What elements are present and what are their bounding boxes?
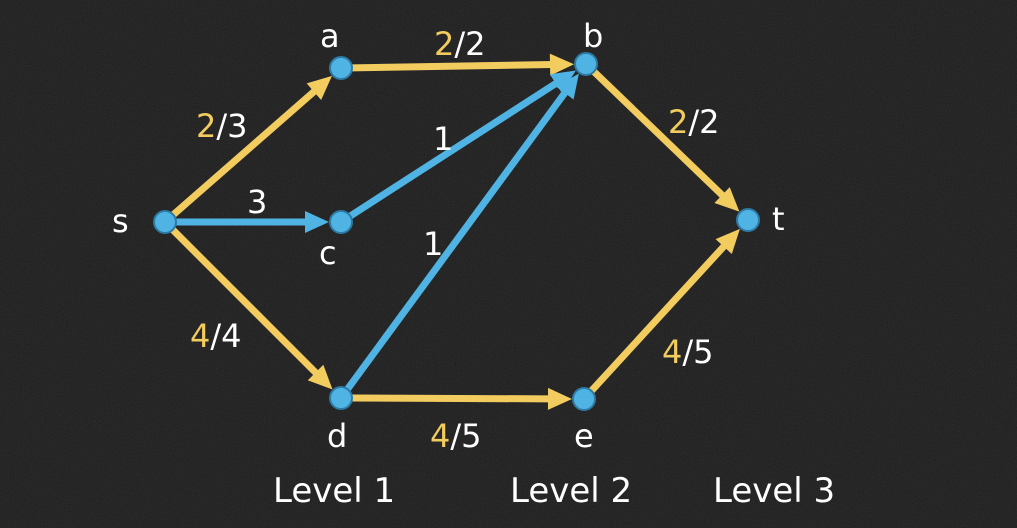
edge-capacity-d-b: 1 [423, 225, 444, 263]
level-caption-1: Level 1 [273, 471, 396, 511]
level-caption-2: Level 2 [510, 471, 633, 511]
edge-capacity-s-c: 3 [247, 183, 268, 221]
node-label-d: d [327, 417, 348, 455]
arrowhead-s-a [306, 75, 332, 100]
edge-label-e-t: 4/5 [662, 333, 714, 371]
edge-label-d-e: 4/5 [430, 417, 482, 455]
edge-label-b-t: 2/2 [668, 103, 720, 141]
node-t [736, 208, 760, 232]
node-label-b: b [583, 17, 604, 55]
edge-s-d [169, 226, 321, 378]
node-b [574, 52, 598, 76]
edge-flow-b-t: 2 [668, 103, 689, 141]
edge-label-a-b: 2/2 [434, 25, 486, 63]
arrowhead-s-c [305, 211, 329, 233]
edges [169, 53, 740, 410]
edge-c-b [346, 78, 561, 220]
edge-flow-d-e: 4 [430, 417, 451, 455]
node-a [329, 56, 353, 80]
edge-capacity-a-b: 2 [465, 25, 486, 63]
edge-e-t [587, 241, 729, 395]
edge-capacity-s-a: 3 [227, 107, 248, 145]
edge-flow-e-t: 4 [662, 333, 683, 371]
edge-capacity-e-t: 5 [693, 333, 714, 371]
edge-capacity-c-b: 1 [433, 120, 454, 158]
node-label-a: a [320, 17, 340, 55]
edge-flow-s-d: 4 [190, 317, 211, 355]
arrowhead-d-b [555, 73, 579, 100]
edge-label-d-b: 1 [423, 228, 443, 260]
node-s [153, 210, 177, 234]
level-caption-3: Level 3 [713, 471, 836, 511]
nodes [153, 52, 760, 411]
arrowhead-d-e [547, 387, 573, 410]
node-label-s: s [112, 202, 129, 240]
edge-d-e [348, 394, 554, 403]
edge-capacity-d-e: 5 [461, 417, 482, 455]
edge-b-t [590, 68, 728, 200]
edge-label-c-b: 1 [433, 123, 453, 155]
arrowhead-b-t [714, 187, 740, 212]
edge-d-b [344, 87, 570, 393]
edge-capacity-s-d: 4 [221, 317, 242, 355]
arrowhead-s-d [307, 364, 333, 390]
edge-a-b [348, 61, 556, 72]
node-e [572, 387, 596, 411]
edge-label-s-d: 4/4 [190, 317, 242, 355]
node-label-e: e [574, 417, 594, 455]
node-d [329, 386, 353, 410]
edge-label-s-c: 3 [247, 186, 267, 218]
edge-capacity-b-t: 2 [699, 103, 720, 141]
node-c [329, 210, 353, 234]
edge-s-a [169, 86, 319, 219]
edge-label-s-a: 2/3 [196, 107, 248, 145]
node-label-c: c [319, 234, 337, 272]
node-label-t: t [772, 200, 785, 238]
arrowhead-a-b [549, 53, 575, 76]
arrowhead-c-b [549, 70, 576, 93]
edge-flow-a-b: 2 [434, 25, 455, 63]
arrowhead-e-t [715, 228, 740, 254]
edge-flow-s-a: 2 [196, 107, 217, 145]
